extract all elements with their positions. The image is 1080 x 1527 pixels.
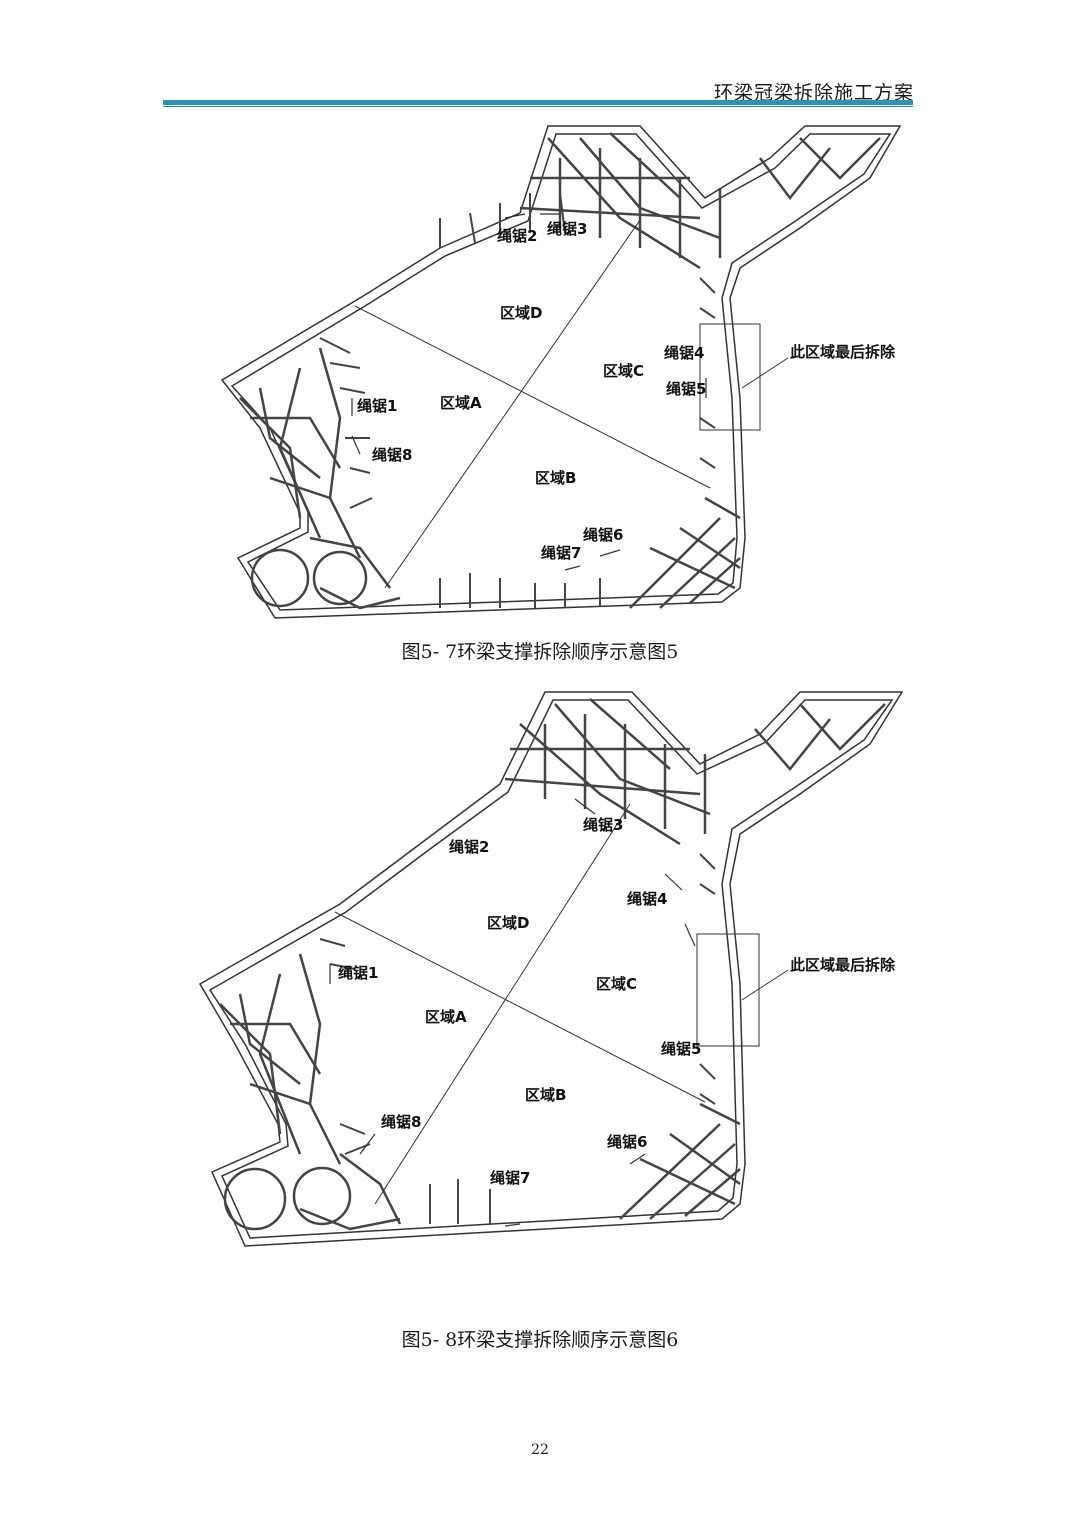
page-number: 22 xyxy=(531,1442,549,1458)
fig2-saw1-label: 绳锯1 xyxy=(338,964,378,982)
fig2-last-removed-label: 此区域最后拆除 xyxy=(790,956,896,974)
figure-diagram-5: 区域D 区域A 区域B 区域C 绳锯1 绳锯2 绳锯3 绳锯4 绳锯5 绳锯6 … xyxy=(0,118,1080,630)
fig1-saw3-label: 绳锯3 xyxy=(547,220,587,238)
fig2-saw5-label: 绳锯5 xyxy=(661,1040,701,1058)
fig2-zone-c-label: 区域C xyxy=(596,975,637,993)
fig2-zone-d-label: 区域D xyxy=(487,914,529,932)
header-title: 环梁冠梁拆除施工方案 xyxy=(713,82,914,104)
fig1-saw5-label: 绳锯5 xyxy=(666,380,706,398)
figure-diagram-6: 区域D 区域A 区域B 区域C 绳锯1 绳锯2 绳锯3 绳锯4 绳锯5 绳锯6 … xyxy=(0,684,1080,1259)
fig2-saw2-label: 绳锯2 xyxy=(449,838,489,856)
fig1-zone-c-label: 区域C xyxy=(603,362,644,380)
header-rule xyxy=(163,100,913,105)
support-removal-diagram-6: 区域D 区域A 区域B 区域C 绳锯1 绳锯2 绳锯3 绳锯4 绳锯5 绳锯6 … xyxy=(198,691,904,1247)
fig2-saw8-label: 绳锯8 xyxy=(381,1113,421,1131)
fig1-saw7-label: 绳锯7 xyxy=(541,544,581,562)
fig1-saw4-label: 绳锯4 xyxy=(664,344,704,362)
fig1-last-removed-label: 此区域最后拆除 xyxy=(790,343,896,361)
fig2-zone-b-label: 区域B xyxy=(525,1086,566,1104)
fig2-saw6-label: 绳锯6 xyxy=(607,1133,647,1151)
fig1-saw6-label: 绳锯6 xyxy=(583,526,623,544)
fig1-zone-b-label: 区域B xyxy=(535,469,576,487)
header-rule-thin xyxy=(163,106,913,107)
fig1-saw8-label: 绳锯8 xyxy=(372,446,412,464)
fig2-saw7-label: 绳锯7 xyxy=(490,1169,530,1187)
figure-caption-5: 图5- 7环梁支撑拆除顺序示意图5 xyxy=(401,641,679,663)
support-removal-diagram-5: 区域D 区域A 区域B 区域C 绳锯1 绳锯2 绳锯3 绳锯4 绳锯5 绳锯6 … xyxy=(220,125,902,619)
fig2-saw4-label: 绳锯4 xyxy=(627,890,667,908)
fig2-zone-a-label: 区域A xyxy=(425,1008,467,1026)
fig1-zone-a-label: 区域A xyxy=(440,394,482,412)
fig1-saw2-label: 绳锯2 xyxy=(497,227,537,245)
figure-caption-6: 图5- 8环梁支撑拆除顺序示意图6 xyxy=(401,1329,679,1351)
fig1-saw1-label: 绳锯1 xyxy=(357,397,397,415)
fig1-zone-d-label: 区域D xyxy=(500,304,542,322)
fig2-saw3-label: 绳锯3 xyxy=(583,816,623,834)
